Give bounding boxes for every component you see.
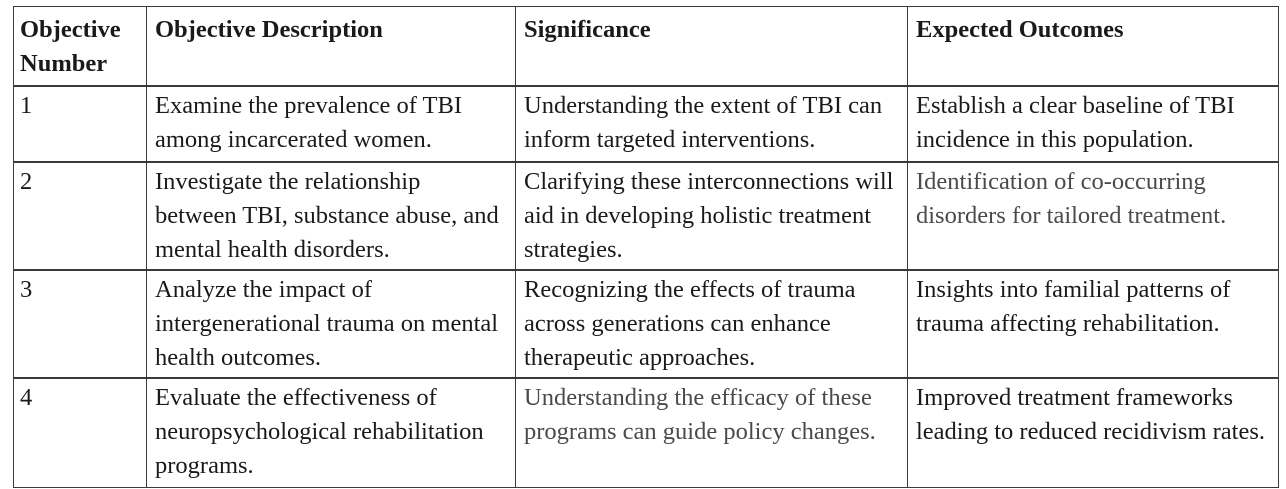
significance-cell: Recognizing the effects of trauma across… — [515, 269, 908, 379]
expected-outcomes-cell: Identification of co-occurring disorders… — [907, 161, 1279, 271]
header-expected-outcomes: Expected Outcomes — [907, 6, 1279, 87]
table-header-row: Objective Number Objective Description S… — [13, 6, 1279, 87]
table-row: 3 Analyze the impact of intergenerationa… — [13, 269, 1279, 379]
table-row: 4 Evaluate the effectiveness of neuropsy… — [13, 377, 1279, 488]
header-objective-number: Objective Number — [13, 6, 147, 87]
objective-description-cell: Investigate the relationship between TBI… — [146, 161, 516, 271]
objective-description-cell: Analyze the impact of intergenerational … — [146, 269, 516, 379]
expected-outcomes-cell: Improved treatment frameworks leading to… — [907, 377, 1279, 488]
table-row: 1 Examine the prevalence of TBI among in… — [13, 85, 1279, 163]
significance-cell: Understanding the extent of TBI can info… — [515, 85, 908, 163]
table-row: 2 Investigate the relationship between T… — [13, 161, 1279, 271]
objective-number-cell: 2 — [13, 161, 147, 271]
objective-number-cell: 1 — [13, 85, 147, 163]
expected-outcomes-cell: Establish a clear baseline of TBI incide… — [907, 85, 1279, 163]
header-objective-description: Objective Description — [146, 6, 516, 87]
objective-number-cell: 3 — [13, 269, 147, 379]
significance-cell: Clarifying these interconnections will a… — [515, 161, 908, 271]
significance-cell: Understanding the efficacy of these prog… — [515, 377, 908, 488]
objectives-table: Objective Number Objective Description S… — [13, 6, 1279, 488]
objective-description-cell: Examine the prevalence of TBI among inca… — [146, 85, 516, 163]
objective-number-cell: 4 — [13, 377, 147, 488]
expected-outcomes-cell: Insights into familial patterns of traum… — [907, 269, 1279, 379]
objective-description-cell: Evaluate the effectiveness of neuropsych… — [146, 377, 516, 488]
header-significance: Significance — [515, 6, 908, 87]
